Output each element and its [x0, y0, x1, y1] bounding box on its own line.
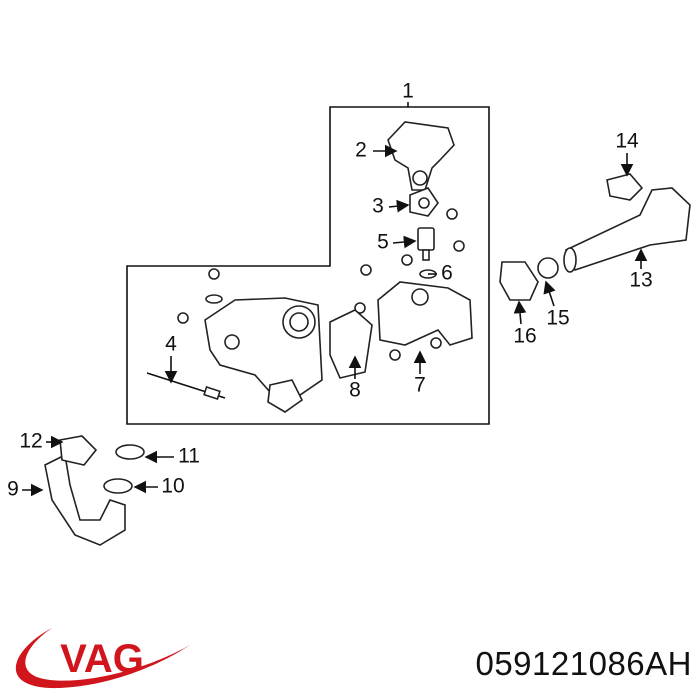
gasket-3	[409, 187, 439, 217]
sensor-5	[417, 227, 435, 261]
gasket-12	[59, 435, 98, 466]
callout-13: 13	[629, 269, 652, 292]
callout-3: 3	[372, 195, 384, 218]
callout-12: 12	[19, 430, 42, 453]
bolts	[177, 208, 465, 361]
callout-1: 1	[402, 80, 414, 103]
part-number: 059121086AH	[475, 645, 692, 682]
callout-16: 16	[513, 325, 536, 348]
pipe-9	[44, 453, 126, 546]
callout-8: 8	[349, 379, 361, 402]
gasket-14	[606, 173, 644, 201]
callout-15: 15	[546, 307, 569, 330]
clamp-11	[115, 444, 145, 460]
temperature-sensor-4	[146, 372, 226, 400]
gasket-15	[537, 257, 559, 279]
flange-16	[499, 261, 539, 301]
gasket-10	[103, 478, 133, 494]
pipe-13	[563, 187, 691, 273]
callout-14: 14	[615, 130, 639, 153]
callout-9: 9	[7, 478, 19, 501]
callout-5: 5	[377, 231, 389, 254]
assembly-outline	[126, 106, 490, 425]
callout-10: 10	[161, 475, 184, 498]
svg-text:VAG: VAG	[60, 637, 144, 681]
callout-4: 4	[165, 333, 177, 356]
egr-housing-7	[377, 281, 473, 346]
callout-7: 7	[414, 374, 426, 397]
callout-11: 11	[178, 445, 200, 468]
o-ring	[205, 294, 223, 304]
egr-valve-actuator	[387, 121, 455, 191]
vag-logo: VAG	[15, 628, 191, 689]
leader-lines	[22, 102, 648, 497]
gasket-8	[329, 309, 373, 379]
callout-2: 2	[355, 139, 367, 162]
egr-cooler	[204, 297, 323, 413]
callout-6: 6	[441, 262, 453, 285]
